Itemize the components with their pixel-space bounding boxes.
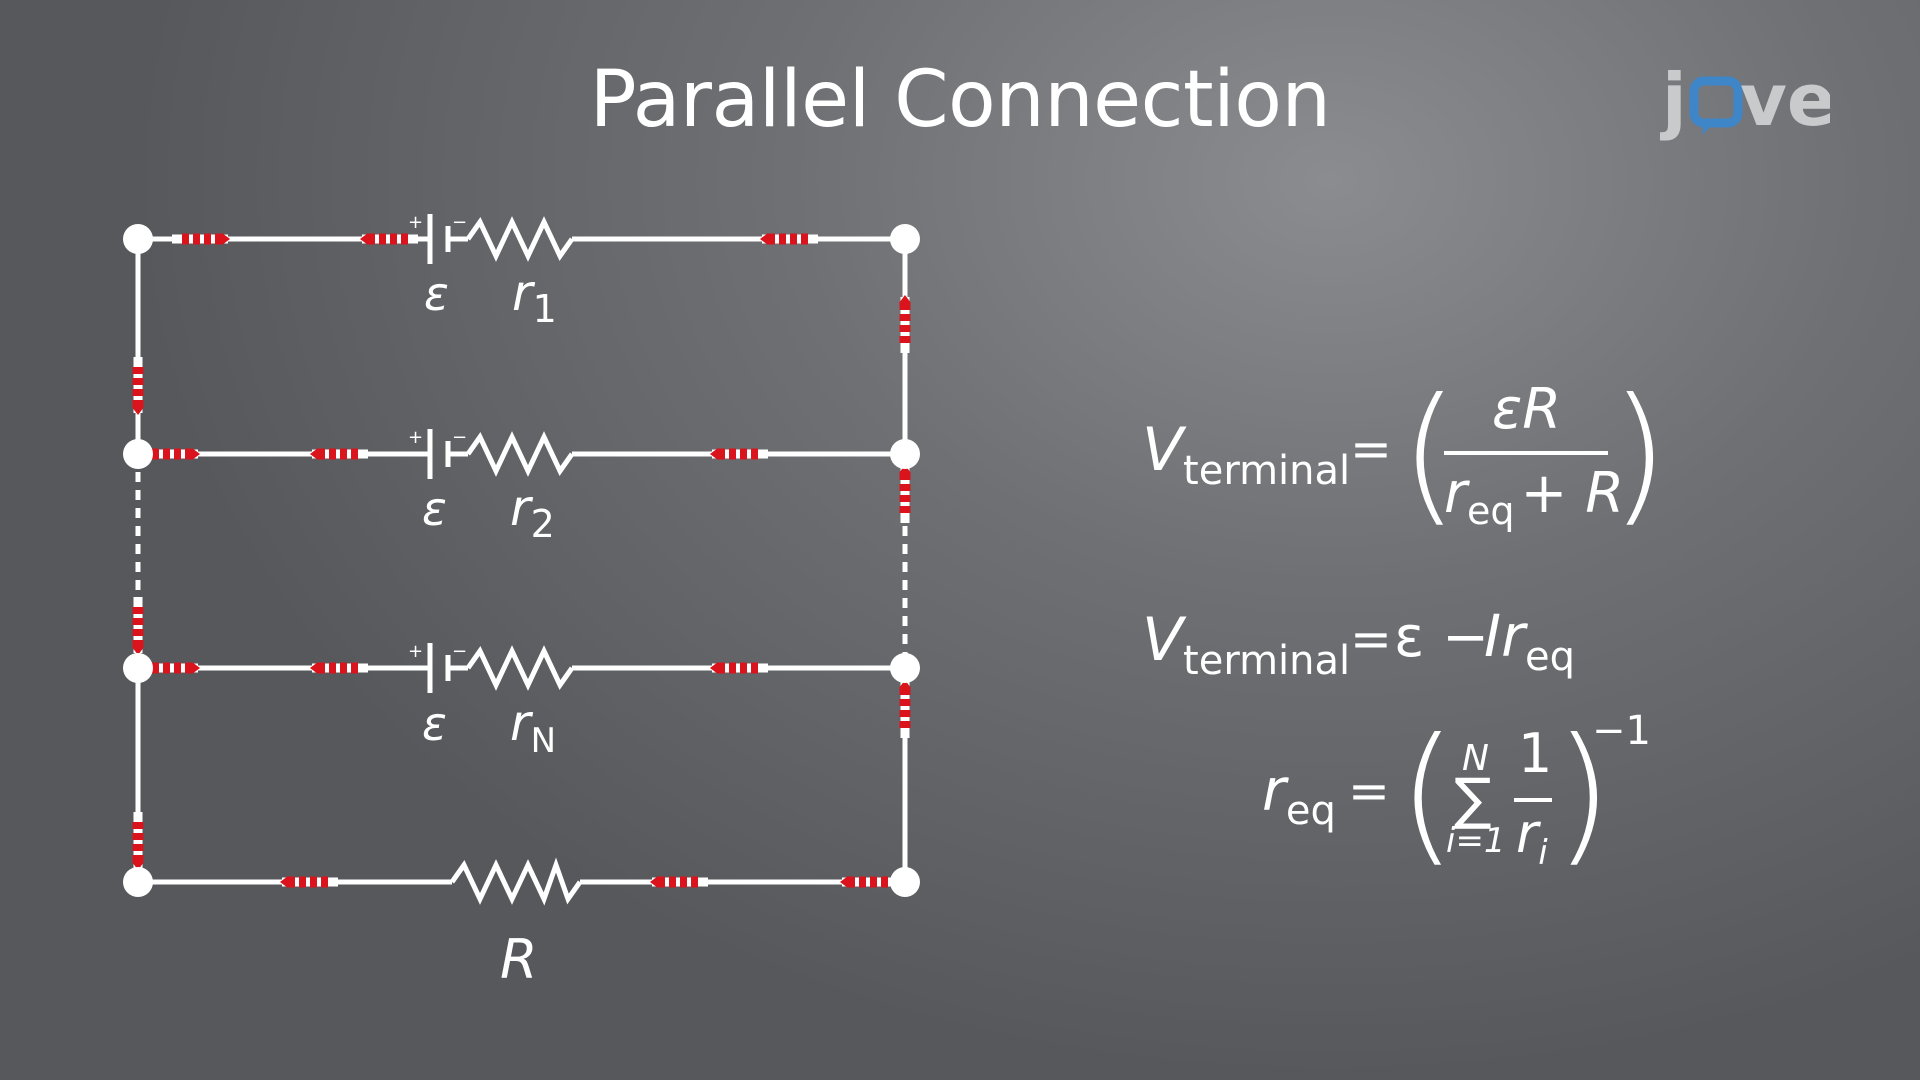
junction-nodes: [123, 224, 920, 897]
equation-terminal-voltage-drop: Vterminal = ε − Ireq: [1142, 602, 1575, 684]
right-paren: ): [1610, 367, 1669, 541]
current-arrow: [899, 680, 911, 738]
current-arrow: [360, 233, 418, 245]
numerator: εR: [1492, 377, 1561, 442]
fraction-numerator: 1: [1518, 722, 1552, 785]
logo-letters-ve: ve: [1740, 58, 1830, 142]
battery-minus: −: [452, 212, 467, 233]
svg-text:Ireq: Ireq: [1484, 602, 1575, 680]
battery-plus: +: [408, 427, 423, 448]
current-arrow: [760, 233, 818, 245]
equation-terminal-voltage-ratio: Vterminal = ( εR req+ R ): [1142, 367, 1669, 541]
exponent: −1: [1592, 708, 1651, 754]
current-arrow: [132, 812, 144, 870]
svg-text:=: =: [1350, 610, 1392, 668]
battery-minus: −: [452, 427, 467, 448]
current-arrow: [710, 448, 768, 460]
battery-minus: −: [452, 641, 467, 662]
svg-text:Vterminal: Vterminal: [1142, 415, 1350, 494]
denominator: req+ R: [1444, 461, 1624, 533]
svg-text:Vterminal: Vterminal: [1142, 605, 1350, 684]
current-arrow: [310, 448, 368, 460]
internal-resistance-label-1: r1: [512, 264, 557, 331]
current-arrow: [710, 662, 768, 674]
current-arrow: [899, 295, 911, 353]
current-arrow: [899, 465, 911, 523]
speech-bubble-o-icon: [1689, 76, 1743, 135]
sum-upper-limit: N: [1462, 738, 1489, 779]
battery-plus: +: [408, 641, 423, 662]
left-paren: (: [1398, 707, 1457, 881]
sum-sign: ∑: [1454, 767, 1492, 832]
branch-n: + − ε rN: [138, 641, 905, 761]
current-arrow: [650, 876, 708, 888]
sum-lower-limit: i=1: [1446, 821, 1506, 861]
right-paren: ): [1554, 707, 1613, 881]
internal-resistance-label-n: rN: [510, 694, 556, 761]
internal-resistance-label-2: r2: [510, 479, 555, 546]
svg-text:ε −: ε −: [1394, 605, 1489, 670]
fraction-denominator: ri: [1516, 802, 1548, 873]
current-arrow: [840, 876, 898, 888]
current-arrow: [310, 662, 368, 674]
current-arrow: [132, 597, 144, 655]
emf-label-2: ε: [422, 482, 447, 536]
emf-label-n: ε: [422, 697, 447, 751]
battery-plus: +: [408, 212, 423, 233]
svg-text:req: req: [1262, 756, 1336, 834]
jove-logo: j ve: [1660, 58, 1830, 142]
current-arrow: [172, 233, 230, 245]
branch-1: + − ε r1: [138, 212, 905, 331]
page-title: Parallel Connection: [589, 55, 1331, 145]
svg-text:=: =: [1350, 420, 1392, 478]
svg-text:=: =: [1348, 762, 1390, 820]
equation-equivalent-resistance: req = ( N ∑ i=1 1 ri ) −1: [1262, 707, 1651, 881]
logo-letter-j: j: [1660, 58, 1687, 142]
load-branch: R: [138, 857, 905, 991]
branch-2: + − ε r2: [138, 427, 905, 546]
current-arrow: [132, 357, 144, 415]
load-resistor-label: R: [500, 928, 538, 991]
emf-label-1: ε: [424, 267, 449, 321]
current-arrow: [280, 876, 338, 888]
